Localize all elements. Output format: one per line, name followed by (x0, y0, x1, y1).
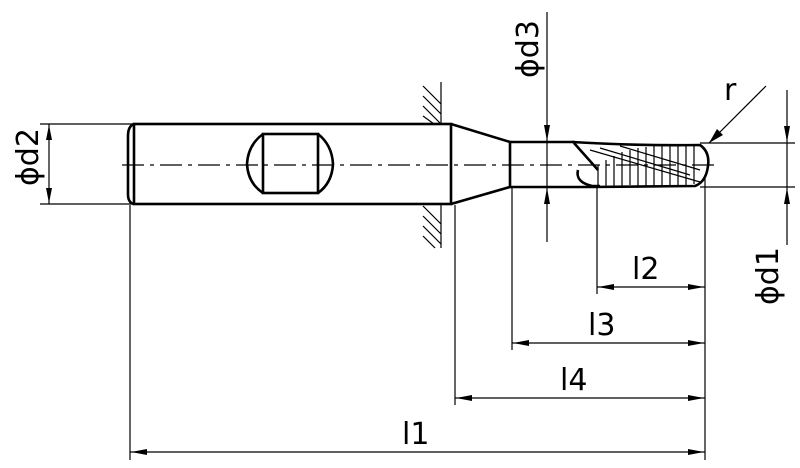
extension-lines (129, 175, 706, 460)
dimension-l1: l1 (130, 417, 705, 455)
label-r: r (724, 73, 737, 108)
dimension-d2: ϕd2 (11, 123, 132, 205)
label-l4: l4 (560, 363, 587, 398)
label-l1: l1 (402, 417, 429, 452)
dimension-d1: ϕd1 (700, 90, 795, 305)
dimension-l3: l3 (512, 308, 705, 346)
shank (126, 122, 453, 206)
neck (450, 122, 590, 206)
clamp-wall (422, 82, 442, 249)
label-l3: l3 (588, 308, 615, 343)
label-d3: ϕd3 (511, 20, 546, 78)
dimension-l4: l4 (455, 363, 705, 401)
dimension-l2: l2 (597, 252, 705, 290)
label-l2: l2 (632, 252, 659, 287)
clamping-flat (245, 132, 335, 195)
dimension-d3: ϕd3 (511, 12, 550, 242)
dimension-r: r (708, 73, 767, 144)
label-d2: ϕd2 (11, 128, 46, 186)
label-d1: ϕd1 (751, 247, 786, 305)
